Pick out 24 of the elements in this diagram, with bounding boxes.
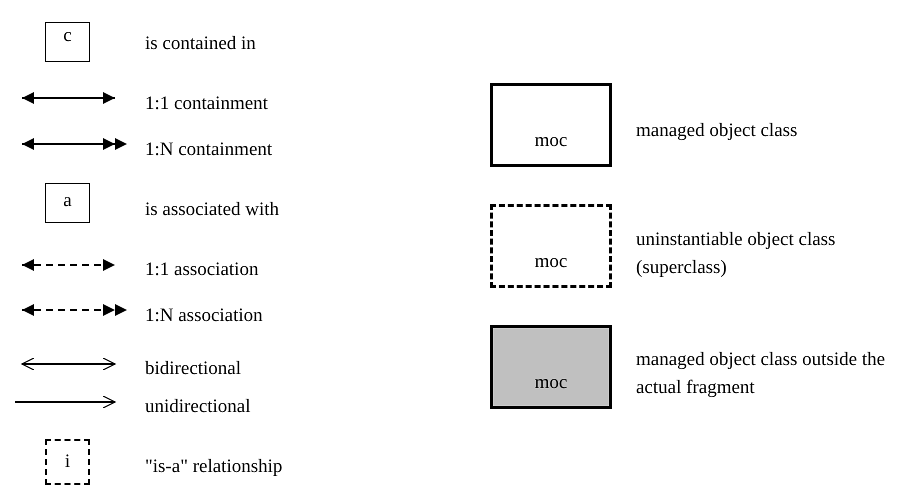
- legend-label: 1:N association: [145, 304, 263, 328]
- class-box: [490, 204, 612, 288]
- legend-label: 1:1 association: [145, 258, 258, 282]
- legend-label: bidirectional: [145, 357, 242, 381]
- legend-label: 1:N containment: [145, 138, 272, 162]
- class-name: moc: [534, 251, 568, 274]
- notation-description: is contained in: [145, 32, 257, 56]
- notation-description: uninstantiable object class (superclass): [636, 228, 836, 280]
- notation-description: "is-a" relationship: [145, 455, 284, 479]
- notation-description: managed object class: [636, 119, 798, 143]
- class-box: [490, 83, 612, 167]
- class-box: [490, 325, 612, 409]
- notation-description: managed object class outside the actual fragment: [636, 348, 886, 400]
- legend-label: 1:1 containment: [145, 92, 268, 116]
- class-name: moc: [534, 372, 568, 395]
- class-name: a: [63, 190, 72, 213]
- class-box: [45, 439, 90, 485]
- notation-description: is associated with: [145, 198, 280, 222]
- class-name: i: [64, 451, 70, 474]
- class-name: c: [63, 25, 72, 48]
- legend-label: unidirectional: [145, 395, 251, 419]
- class-name: moc: [534, 130, 568, 153]
- class-box: [45, 183, 90, 223]
- class-box: [45, 22, 90, 62]
